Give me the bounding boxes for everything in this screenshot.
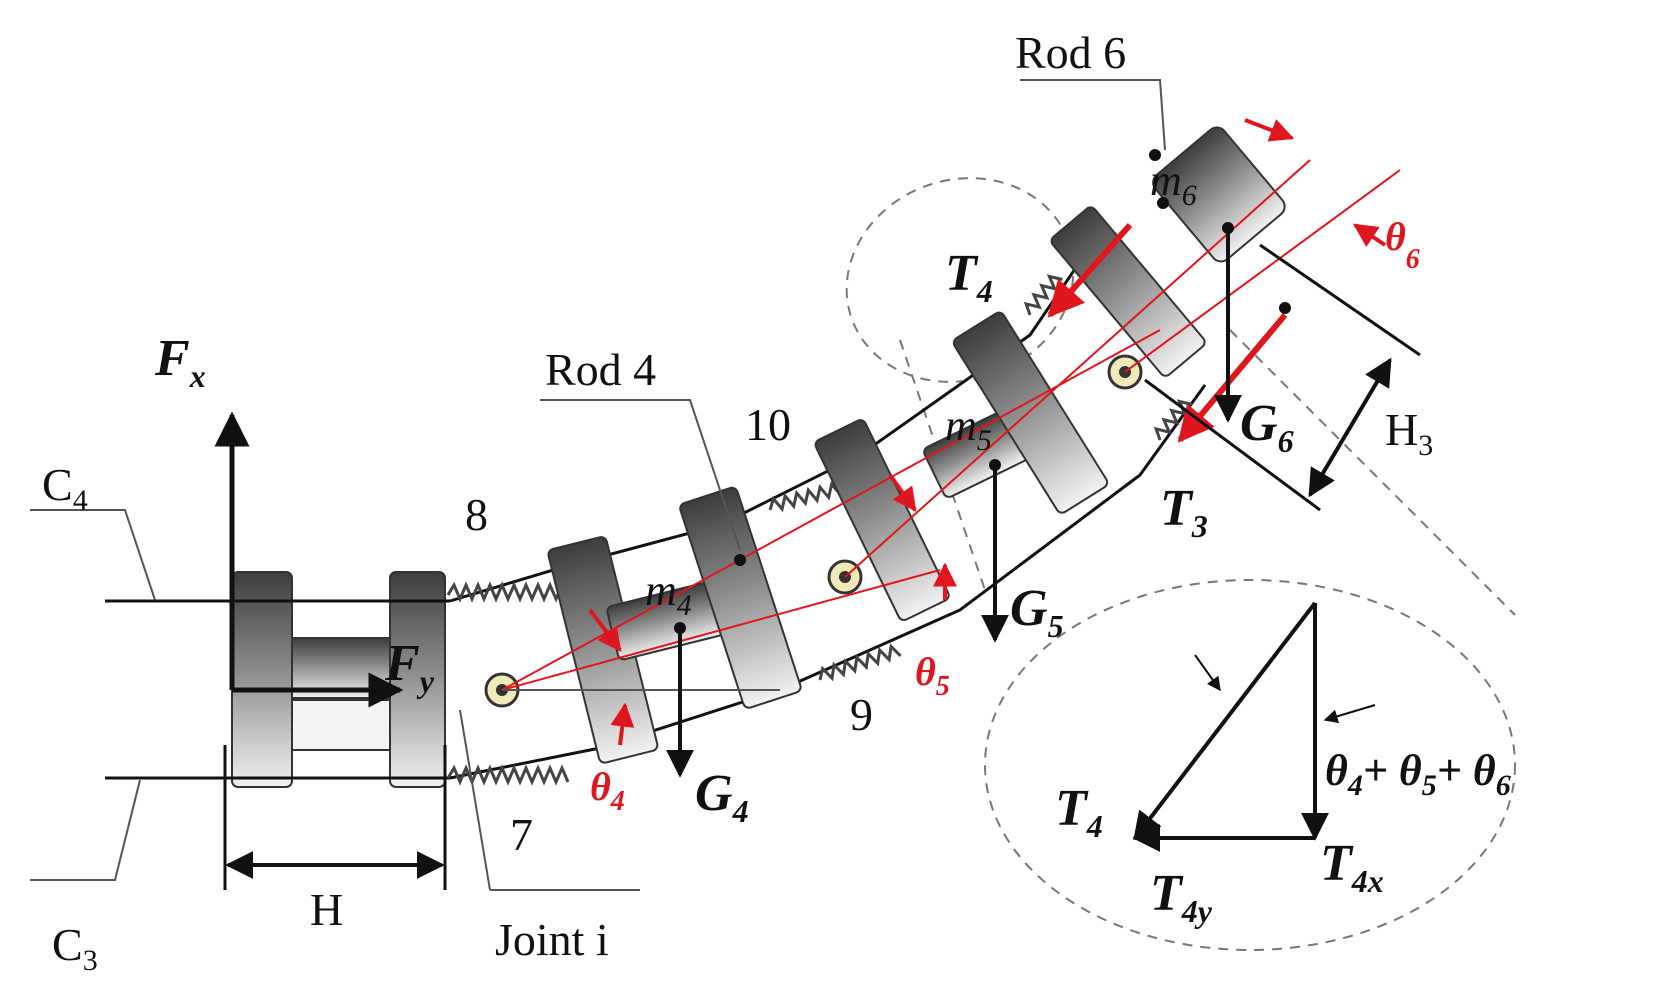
c4-leader [30, 509, 156, 601]
svg-text:T4x: T4x [1320, 835, 1384, 899]
label-inset-t4: T [1055, 780, 1089, 837]
svg-text:m6: m6 [1150, 156, 1197, 212]
label-m4: m [645, 566, 677, 615]
label-g6: G [1240, 395, 1278, 452]
label-t4-top: T [945, 245, 979, 302]
dimensions [223, 79, 1421, 891]
label-g5: G [1010, 580, 1048, 637]
disk-seg1-b [679, 486, 802, 709]
svg-text:T3: T3 [1160, 480, 1208, 544]
label-7: 7 [510, 809, 533, 860]
inset-t4-arrow [1133, 601, 1317, 841]
disk-seg3-a [1050, 206, 1206, 377]
label-inset-t4x: T [1320, 835, 1354, 892]
label-theta-sum: θ4+ θ5+ θ6 [1325, 746, 1511, 802]
segment-disks [547, 126, 1286, 764]
cables [30, 224, 1207, 881]
label-fx: F [154, 330, 190, 387]
label-inset-t4y: T [1150, 865, 1184, 922]
svg-text:θ6: θ6 [1385, 214, 1420, 275]
label-10: 10 [745, 399, 791, 450]
label-rod-6: Rod 6 [1015, 27, 1126, 78]
svg-text:θ5: θ5 [915, 649, 950, 702]
label-g4: G [695, 765, 733, 822]
svg-text:T4: T4 [1055, 780, 1103, 844]
svg-text:Fx: Fx [154, 330, 206, 394]
c3-leader [30, 779, 141, 881]
label-9: 9 [850, 689, 873, 740]
cable-c4-path [449, 224, 1107, 603]
label-t3: T [1160, 480, 1194, 537]
svg-text:θ4: θ4 [590, 764, 625, 817]
label-c4: C [42, 459, 73, 510]
label-rod-4: Rod 4 [545, 344, 656, 395]
base-disk-left [231, 571, 293, 788]
label-8: 8 [465, 489, 488, 540]
svg-text:m5: m5 [945, 401, 992, 457]
label-theta4: θ [590, 764, 611, 809]
label-h: H [310, 884, 343, 935]
label-m5: m [945, 401, 977, 450]
svg-text:C3: C3 [52, 919, 98, 977]
detail-ellipse-inset [984, 579, 1516, 951]
label-c3: C [52, 919, 83, 970]
labels: Rod 6 Rod 4 C4 C3 H H3 Joint i 7 8 9 10 … [42, 27, 1511, 977]
label-h3: H [1385, 404, 1418, 455]
cable-c3-path [449, 384, 1207, 780]
spring-7 [446, 764, 570, 786]
label-theta6: θ [1385, 214, 1406, 259]
inset-force-triangle [1132, 601, 1376, 852]
label-fy: F [384, 635, 420, 692]
disk-seg2-b [952, 311, 1109, 514]
svg-text:G4: G4 [695, 765, 749, 829]
svg-text:H3: H3 [1385, 404, 1433, 462]
label-joint-i: Joint i [495, 914, 609, 965]
svg-text:T4y: T4y [1150, 865, 1213, 929]
svg-text:m4: m4 [645, 566, 692, 622]
svg-text:G5: G5 [1010, 580, 1064, 644]
svg-text:C4: C4 [42, 459, 88, 517]
h3-dimension [1308, 357, 1392, 498]
svg-text:T4: T4 [945, 245, 993, 309]
magnifier-connector-right [1229, 329, 1516, 616]
force-arrows [214, 149, 1291, 778]
svg-text:Fy: Fy [384, 635, 435, 699]
label-m6: m [1150, 156, 1182, 205]
rod-6-body [1152, 126, 1286, 263]
svg-text:G6: G6 [1240, 395, 1294, 459]
spring-9 [818, 643, 902, 682]
label-theta5: θ [915, 649, 936, 694]
base-block [231, 571, 446, 788]
base-lower [291, 699, 391, 751]
